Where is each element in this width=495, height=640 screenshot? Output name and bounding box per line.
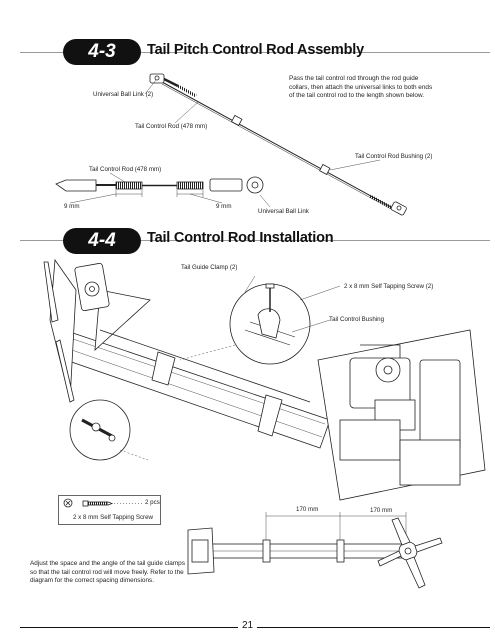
vertical-fin-icon: [49, 258, 151, 401]
rod-bushing-1-icon: [231, 114, 243, 126]
spacing-clamp-1-icon: [262, 539, 271, 563]
section-4-3-instructions: Pass the tail control rod through the ro…: [289, 75, 433, 99]
ball-link-left-icon: [149, 73, 179, 88]
magnified-ball-link-view: [69, 399, 131, 461]
spacing-diagram: [187, 512, 443, 589]
section-4-3-rule: [20, 52, 490, 53]
page-number: 21: [238, 620, 258, 631]
section-4-4-title: Tail Control Rod Installation: [147, 230, 334, 246]
parts-box: [58, 495, 161, 525]
guide-clamp-2-icon: [257, 394, 283, 437]
label-dim-9mm-right: 9 mm: [216, 203, 232, 210]
label-tail-control-rod-detail: Tail Control Rod (478 mm): [89, 166, 162, 173]
label-tail-control-bushing: Tail Control Bushing: [329, 316, 385, 323]
guide-clamp-1-icon: [151, 351, 176, 386]
magnified-ball-link-icon: [81, 418, 116, 442]
parts-box-qty: 2 pcs: [145, 499, 160, 506]
label-universal-ball-link-2: Universal Ball Link (2): [93, 91, 154, 98]
label-tail-control-rod-478: Tail Control Rod (478 mm): [135, 123, 208, 130]
main-frame-icon: [317, 329, 486, 501]
section-4-4-rule: [20, 240, 490, 241]
tail-boom-diagram: [43, 258, 486, 501]
label-universal-ball-link: Universal Ball Link: [258, 208, 309, 215]
rod-bushing-2-icon: [319, 163, 331, 175]
parts-box-name: 2 x 8 mm Self Tapping Screw: [73, 514, 154, 521]
ball-link-right-icon: [390, 201, 407, 216]
label-tail-control-rod-bushing: Tail Control Rod Bushing (2): [355, 153, 433, 160]
section-4-4-number: 4-4: [63, 228, 141, 254]
section-4-4-instructions: Adjust the space and the angle of the ta…: [30, 560, 185, 584]
magnified-clamp-icon: [244, 283, 296, 346]
dimension-second: 170 mm: [370, 507, 393, 514]
spacing-clamp-2-icon: [336, 539, 345, 563]
label-dim-9mm-left: 9 mm: [64, 203, 80, 210]
dimension-first: 170 mm: [296, 506, 319, 513]
label-tapping-screw-2: 2 x 8 mm Self Tapping Screw (2): [344, 283, 434, 290]
section-4-3-title: Tail Pitch Control Rod Assembly: [147, 42, 364, 58]
rod-detail-diagram: [55, 172, 271, 208]
magnified-clamp-view: [229, 283, 311, 365]
label-tail-guide-clamp: Tail Guide Clamp (2): [181, 264, 238, 271]
section-4-3-number: 4-3: [63, 39, 141, 65]
tail-rotor-icon: [377, 517, 443, 589]
label-rod-brand: JR PROPO: [213, 183, 239, 189]
